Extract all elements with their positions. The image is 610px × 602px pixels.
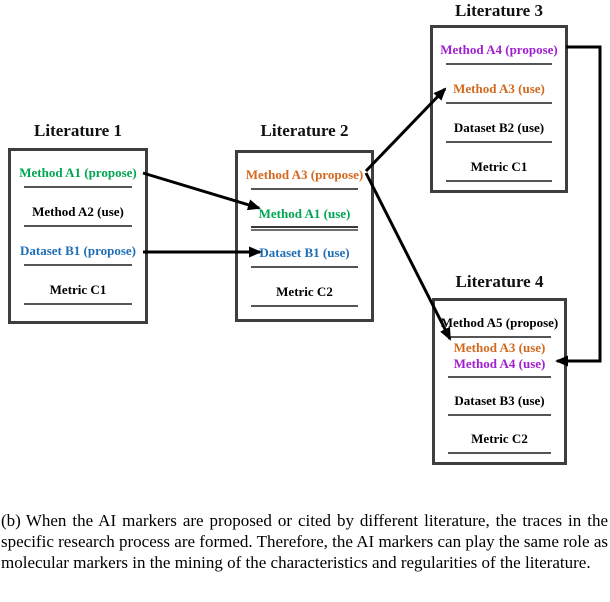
marker-underline: [447, 376, 552, 378]
marker-underline: [446, 63, 552, 65]
marker-underline: [251, 305, 358, 307]
literature-3-box: Method A4 (propose) Method A3 (use) Data…: [430, 25, 568, 193]
marker-underline: [446, 102, 552, 104]
marker-label: Dataset B2 (use): [453, 120, 545, 135]
marker-underline: [446, 141, 552, 143]
literature-1-title: Literature 1: [34, 121, 122, 140]
marker-dataset-b1-use: Dataset B1 (use): [238, 245, 371, 268]
marker-method-a3-propose: Method A3 (propose): [238, 167, 371, 190]
marker-label: Metric C2: [471, 431, 528, 446]
marker-metric-c2: Metric C2: [435, 431, 564, 454]
marker-label: Metric C1: [470, 159, 528, 174]
marker-method-a3-use: Method A3 (use): [433, 81, 565, 104]
marker-underline: [24, 264, 132, 266]
literature-2-box: Method A3 (propose) Method A1 (use) Data…: [235, 150, 374, 322]
marker-dataset-b3-use: Dataset B3 (use): [435, 393, 564, 416]
literature-2-title: Literature 2: [260, 121, 349, 140]
figure-caption: (b)When the AI markers are proposed or c…: [1, 511, 608, 573]
marker-label: Method A4 (use): [453, 356, 546, 371]
marker-underline: [24, 186, 132, 188]
marker-label: Method A5 (propose): [440, 315, 559, 330]
marker-method-a2-use: Method A2 (use): [11, 204, 145, 227]
marker-underline: [251, 188, 358, 190]
marker-metric-c1: Metric C1: [433, 159, 565, 182]
marker-label: Dataset B3 (use): [454, 393, 545, 408]
marker-dataset-b1-propose: Dataset B1 (propose): [11, 243, 145, 266]
literature-3-title: Literature 3: [455, 1, 543, 20]
marker-method-a1-propose: Method A1 (propose): [11, 165, 145, 188]
marker-metric-c1: Metric C1: [11, 282, 145, 305]
marker-label: Dataset B1 (use): [259, 245, 350, 260]
marker-dataset-b2-use: Dataset B2 (use): [433, 120, 565, 143]
marker-method-a1-use: Method A1 (use): [238, 206, 371, 231]
marker-label: Method A3 (propose): [245, 167, 364, 182]
marker-underline: [24, 225, 132, 227]
marker-method-a3-a4-use: Method A3 (use) Method A4 (use): [435, 340, 564, 378]
marker-label: Method A4 (propose): [440, 42, 558, 57]
marker-label: Method A3 (use): [453, 340, 546, 355]
caption-text: When the AI markers are proposed or cite…: [1, 511, 608, 572]
marker-label: Dataset B1 (propose): [19, 243, 137, 258]
marker-label: Method A3 (use): [453, 81, 545, 96]
literature-1-box: Method A1 (propose) Method A2 (use) Data…: [8, 148, 148, 324]
marker-underline: [24, 303, 132, 305]
marker-label: Metric C2: [276, 284, 333, 299]
marker-metric-c2: Metric C2: [238, 284, 371, 307]
marker-underline: [447, 414, 552, 416]
marker-method-a4-propose: Method A4 (propose): [433, 42, 565, 65]
marker-underline: [251, 226, 358, 231]
marker-underline: [446, 180, 552, 182]
marker-method-a5-propose: Method A5 (propose): [435, 315, 564, 338]
marker-label: Method A2 (use): [32, 204, 124, 219]
marker-label: Metric C1: [49, 282, 107, 297]
marker-underline: [251, 266, 358, 268]
literature-4-box: Method A5 (propose) Method A3 (use) Meth…: [432, 298, 567, 465]
marker-label: Method A1 (use): [258, 206, 351, 221]
marker-underline: [447, 336, 552, 338]
caption-label: (b): [1, 511, 21, 530]
marker-label: Method A1 (propose): [19, 165, 137, 180]
literature-4-title: Literature 4: [455, 272, 544, 291]
marker-underline: [447, 452, 552, 454]
